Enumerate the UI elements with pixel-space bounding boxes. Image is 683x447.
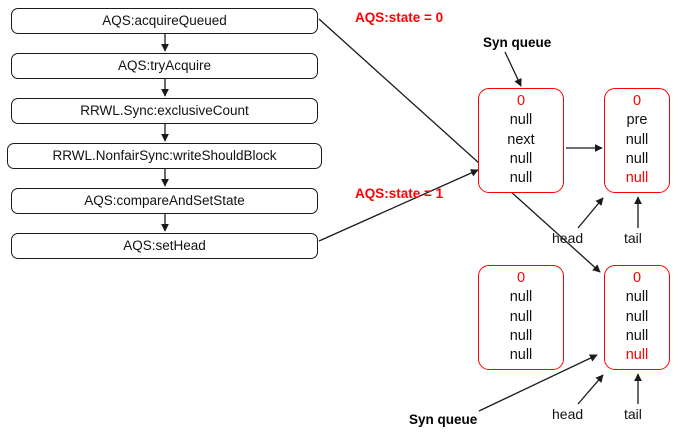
edge-sethead-to-top-node: [318, 169, 479, 242]
node-cell-extra: null: [509, 170, 533, 187]
edge-head-top-pointer: [577, 197, 604, 229]
label-syn-queue-top: Syn queue: [483, 35, 552, 50]
flow-step-label: RRWL.NonfairSync:writeShouldBlock: [52, 148, 277, 164]
node-top-tail[interactable]: 0 pre null null null: [604, 88, 670, 193]
node-cell-next: null: [625, 150, 649, 167]
node-cell-next: next: [507, 131, 535, 148]
node-cell-state: 0: [516, 270, 526, 286]
node-cell-state: 0: [632, 270, 642, 286]
flow-step-label: AQS:acquireQueued: [102, 13, 227, 29]
node-cell-next: null: [625, 327, 649, 344]
node-top-head[interactable]: 0 null next null null: [478, 88, 564, 193]
flow-step-try-acquire[interactable]: AQS:tryAcquire: [11, 53, 318, 79]
flow-step-write-should-block[interactable]: RRWL.NonfairSync:writeShouldBlock: [7, 143, 322, 169]
node-cell-prev: null: [625, 289, 649, 306]
flow-step-label: AQS:compareAndSetState: [84, 193, 245, 209]
node-bottom-left[interactable]: 0 null null null null: [478, 265, 564, 370]
node-cell-next: null: [509, 308, 533, 325]
node-cell-prev: null: [509, 327, 533, 344]
node-cell-thread: null: [509, 289, 533, 306]
node-bottom-right[interactable]: 0 null null null null: [604, 265, 670, 370]
node-cell-extra: null: [625, 347, 649, 364]
label-head-bottom: head: [552, 406, 584, 422]
flow-step-compare-and-set-state[interactable]: AQS:compareAndSetState: [11, 188, 318, 214]
node-cell-state: 0: [516, 93, 526, 109]
flow-step-label: AQS:tryAcquire: [117, 58, 212, 74]
flow-step-set-head[interactable]: AQS:setHead: [11, 233, 318, 259]
label-syn-queue-bottom: Syn queue: [409, 412, 478, 427]
annotation-state-zero: AQS:state = 0: [355, 10, 444, 25]
node-cell-prev: pre: [626, 112, 648, 129]
node-cell-thread: null: [625, 131, 649, 148]
flow-step-acquire-queued[interactable]: AQS:acquireQueued: [11, 8, 318, 34]
label-tail-bottom: tail: [624, 406, 642, 422]
node-cell-state: 0: [632, 93, 642, 109]
node-cell-extra: null: [509, 347, 533, 364]
flow-step-exclusive-count[interactable]: RRWL.Sync:exclusiveCount: [11, 98, 318, 124]
flow-step-label: RRWL.Sync:exclusiveCount: [80, 103, 249, 119]
node-cell-extra: null: [625, 170, 649, 187]
edge-head-bottom-pointer: [577, 374, 604, 405]
edge-syn-queue-top-pointer: [504, 51, 522, 87]
node-cell-prev: null: [509, 150, 533, 167]
flow-step-label: AQS:setHead: [123, 238, 206, 254]
annotation-state-one: AQS:state = 1: [355, 186, 444, 201]
label-head-top: head: [552, 230, 584, 246]
node-cell-thread: null: [509, 112, 533, 129]
label-tail-top: tail: [624, 230, 642, 246]
node-cell-thread: null: [625, 308, 649, 325]
